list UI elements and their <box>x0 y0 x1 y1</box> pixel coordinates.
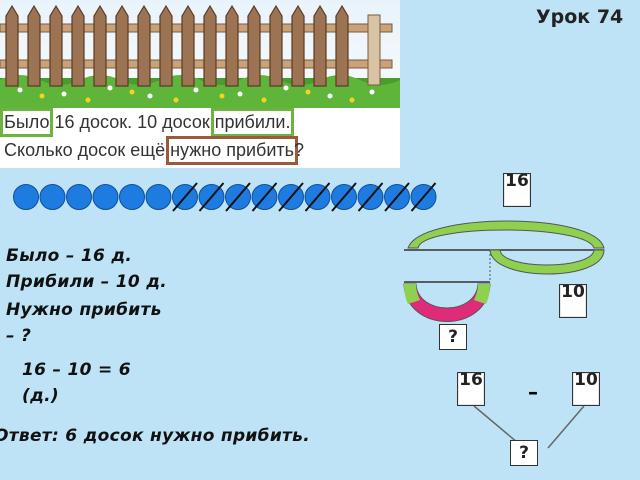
bead <box>13 184 39 210</box>
unknown-box: ? <box>439 324 467 350</box>
illustration-panel: Было 16 досок. 10 досок прибили. Сколько… <box>0 0 400 168</box>
total-box: 16 <box>503 173 531 207</box>
problem-line-2: Сколько досок ещё нужно прибить? <box>4 136 305 165</box>
solution-nailed: Прибили – 10 д. <box>6 272 168 292</box>
tree-result-box: ? <box>510 440 538 466</box>
solution-expression: 16 – 10 = 6 <box>22 360 131 380</box>
bead-cross-mark <box>225 182 251 212</box>
solution-was: Было – 16 д. <box>6 246 133 266</box>
problem-question-mark: ? <box>294 140 305 160</box>
bead <box>66 184 92 210</box>
bead-cross-mark <box>384 182 410 212</box>
fence-illustration <box>0 0 400 108</box>
part-box: 10 <box>559 284 587 318</box>
solution-need: Нужно прибить <box>6 300 162 320</box>
bead-cross-mark <box>410 182 437 212</box>
bead-cross-mark <box>331 182 357 212</box>
bead-cross-mark <box>172 182 198 212</box>
bead <box>92 184 119 210</box>
tree-minus-sign: – <box>528 380 538 404</box>
bead-row <box>13 182 437 212</box>
bead-cross-mark <box>357 182 384 212</box>
tree-right-box: 10 <box>572 372 600 406</box>
problem-line-1: Было 16 досок. 10 досок прибили. <box>0 108 295 137</box>
lesson-title: Урок 74 <box>536 6 624 28</box>
bead <box>119 184 145 210</box>
highlight-nailed: прибили. <box>210 108 295 137</box>
solution-unit: (д.) <box>22 386 59 406</box>
bead-cross-mark <box>304 182 331 212</box>
bead-cross-mark <box>198 182 225 212</box>
fence-boards <box>5 4 349 87</box>
problem-text: Сколько досок ещё <box>4 140 171 160</box>
highlight-was: Было <box>0 108 54 137</box>
unknown-arc <box>403 283 491 322</box>
bead-cross-mark <box>251 182 278 212</box>
solution-need-question: – ? <box>6 326 32 346</box>
tree-left-box: 16 <box>457 372 485 406</box>
problem-text: 16 досок. 10 досок <box>49 112 215 132</box>
bead <box>39 184 66 210</box>
solution-answer: Ответ: 6 досок нужно прибить. <box>0 426 310 446</box>
bead-cross-mark <box>278 182 304 212</box>
bead <box>145 184 172 210</box>
part-arc <box>489 249 605 275</box>
highlight-need: нужно прибить <box>166 136 299 165</box>
total-arc <box>407 220 605 249</box>
